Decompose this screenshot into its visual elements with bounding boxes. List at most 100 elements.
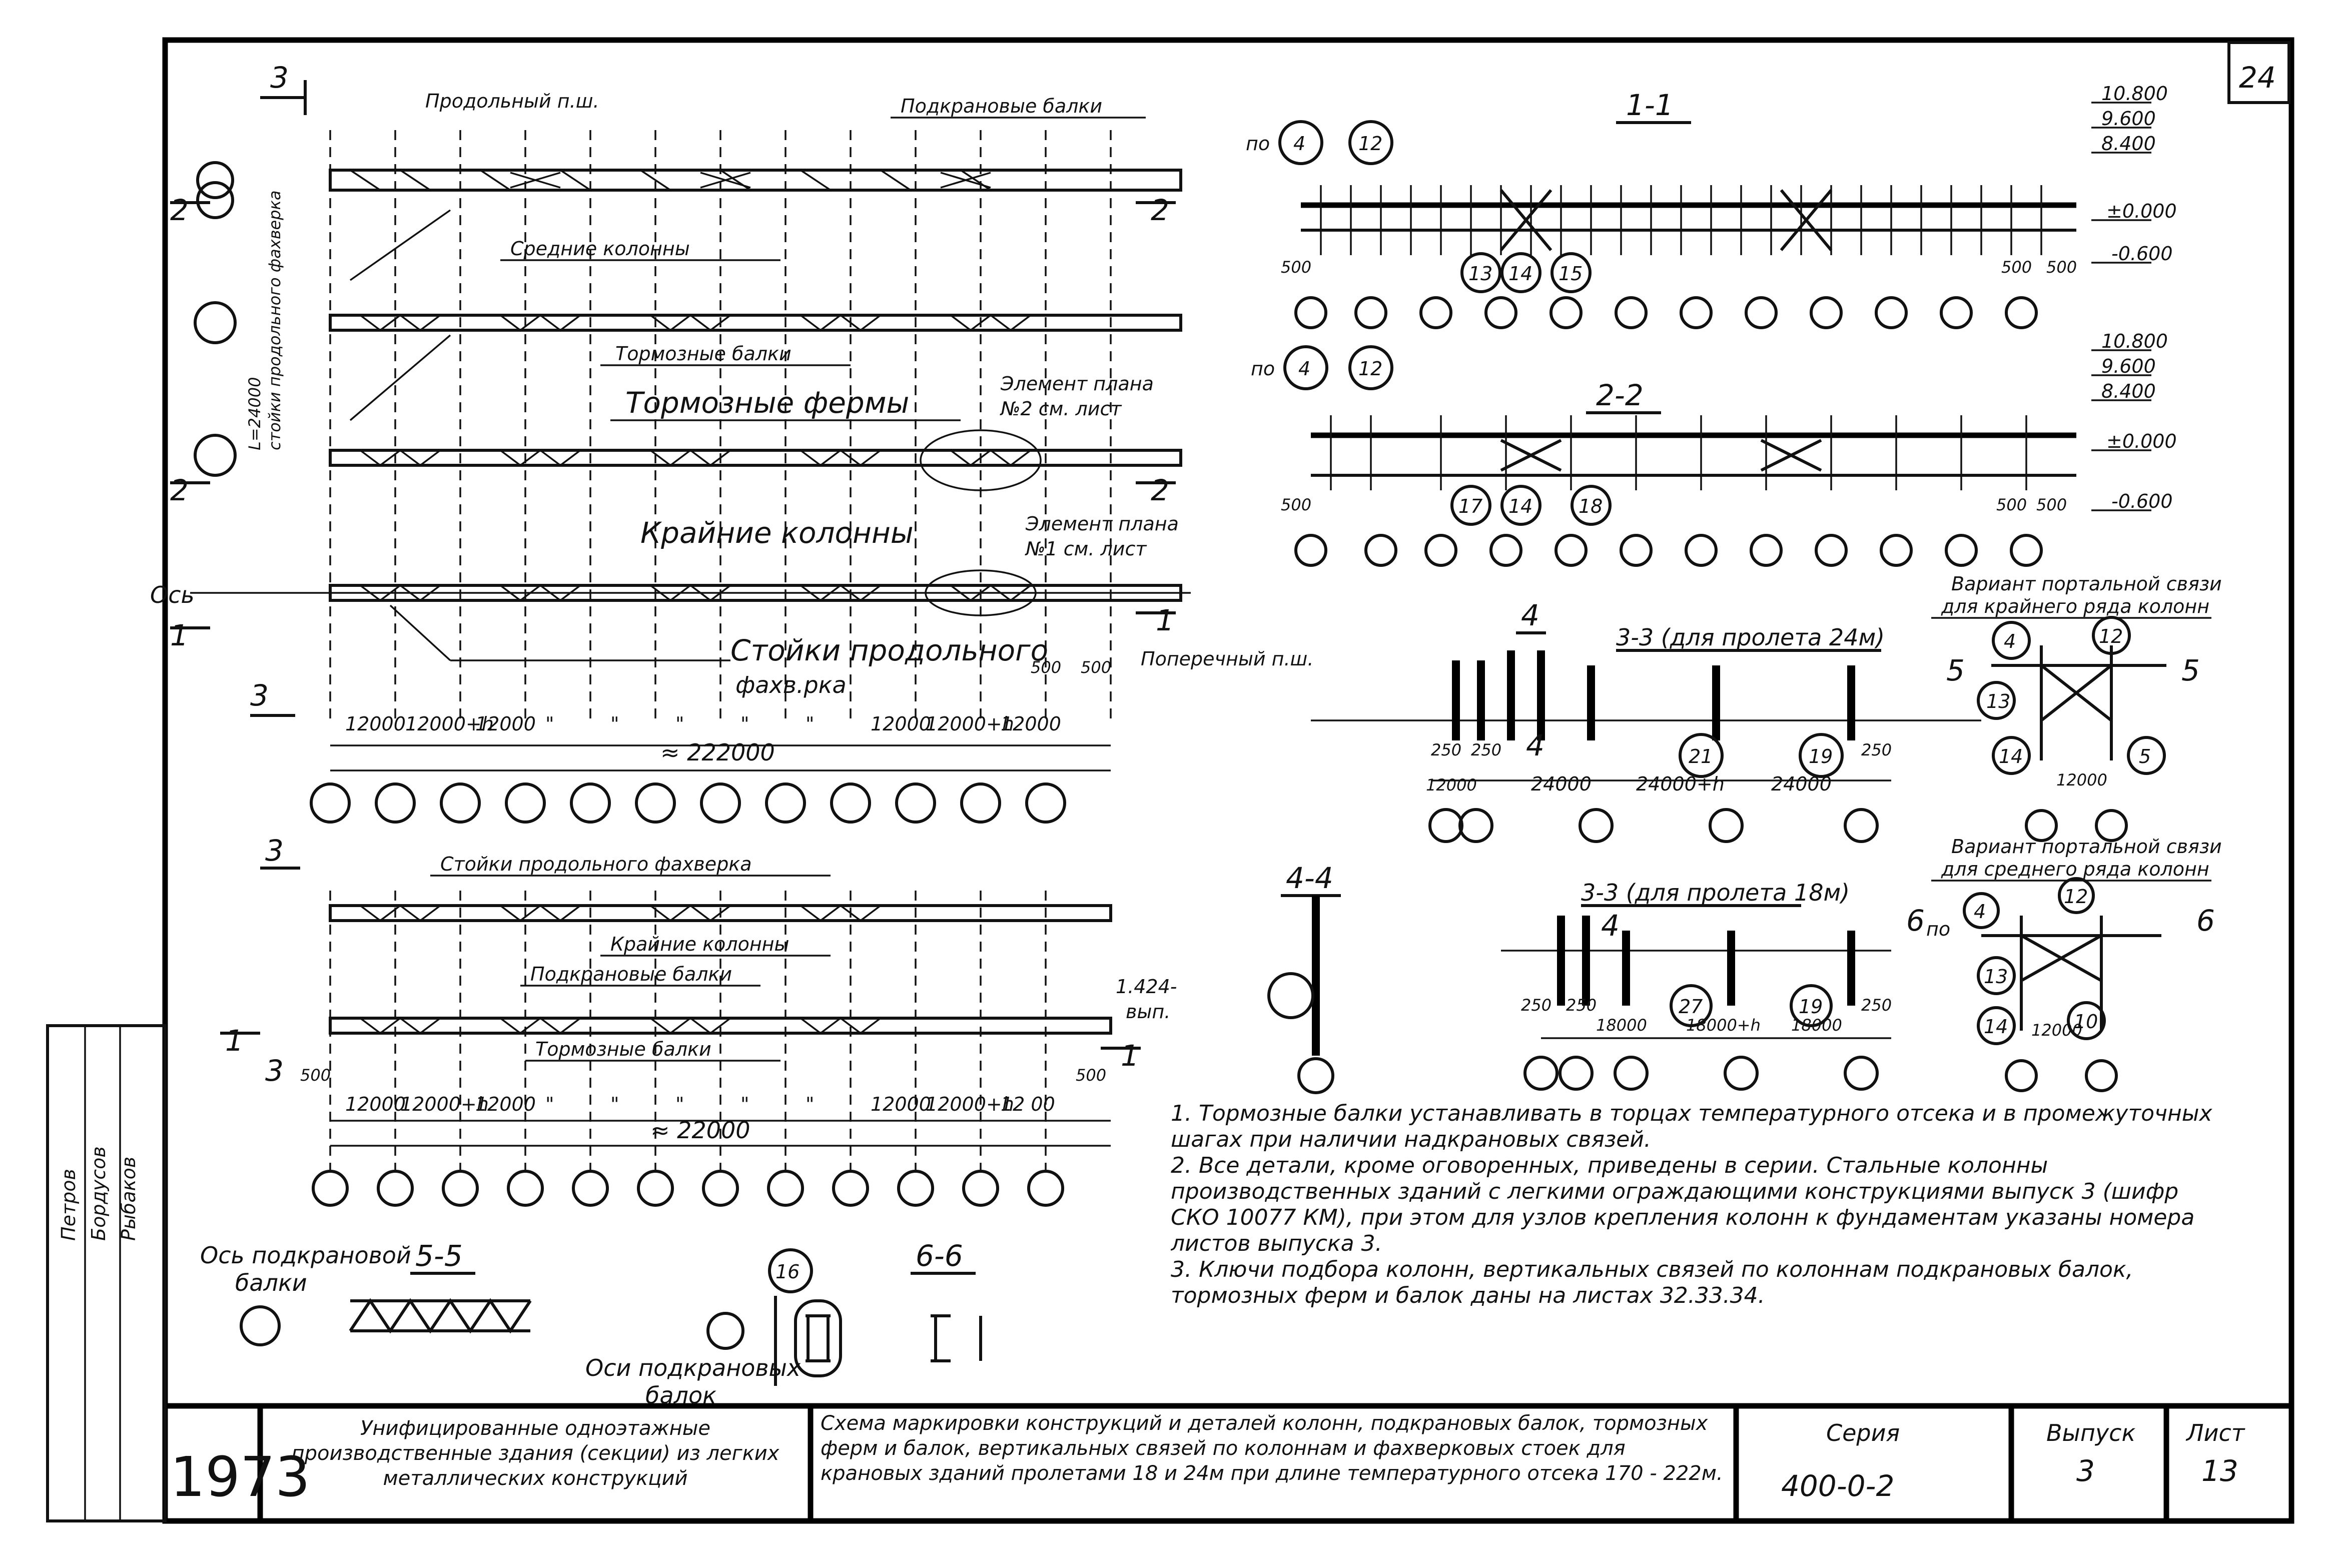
svg-text:19: 19 <box>1799 996 1823 1018</box>
svg-text:2: 2 <box>1151 193 1169 227</box>
svg-text:-0.600: -0.600 <box>2111 490 2173 512</box>
notes: 1. Тормозные балки устанавливать в торца… <box>1171 1101 2212 1308</box>
svg-text:4: 4 <box>1526 728 1544 762</box>
title-block: 1973 Унифицированные одноэтажные произво… <box>170 1406 2245 1521</box>
svg-text:250: 250 <box>1521 996 1551 1015</box>
svg-text:12000: 12000 <box>345 1093 406 1115</box>
svg-text:10: 10 <box>2074 1011 2098 1033</box>
svg-text:": " <box>675 713 684 735</box>
label-stoiki: Стойки продольного <box>730 633 1048 667</box>
svg-text:12: 12 <box>1358 358 1382 380</box>
svg-text:": " <box>806 1093 814 1115</box>
svg-text:27: 27 <box>1679 996 1703 1018</box>
svg-text:12000: 12000 <box>345 713 406 735</box>
svg-text:3: 3 <box>265 1054 284 1088</box>
portal-variant-edge: Вариант портальной связи для крайнего ря… <box>1931 573 2222 842</box>
svg-text:±0.000: ±0.000 <box>2106 200 2177 222</box>
svg-text:2: 2 <box>1151 473 1169 507</box>
svg-text:стойки продольного фахверка: стойки продольного фахверка <box>265 191 284 451</box>
svg-text:12000: 12000 <box>1001 713 1061 735</box>
svg-text:24000: 24000 <box>1771 773 1832 795</box>
label-podkran: Подкрановые балки <box>901 95 1102 117</box>
svg-text:250: 250 <box>1566 996 1597 1015</box>
svg-text:5: 5 <box>2181 653 2200 687</box>
svg-text:13: 13 <box>1986 690 2010 712</box>
svg-text:": " <box>610 713 619 735</box>
svg-text:9.600: 9.600 <box>2101 355 2156 377</box>
vypusk-label: Выпуск <box>2046 1419 2135 1446</box>
svg-text:12: 12 <box>2064 886 2088 908</box>
label-var1b: для крайнего ряда колонн <box>1941 595 2209 617</box>
corner-box <box>2227 41 2290 104</box>
section-title-1-1: 1-1 <box>1626 88 1674 122</box>
plan-lower: 3 Стойки продольного фахверка Крайние ко… <box>220 834 1141 1207</box>
svg-text:1: 1 <box>1121 1039 1139 1073</box>
svg-text:6: 6 <box>2196 904 2215 938</box>
title-year: 1973 <box>170 1445 310 1509</box>
label-lin: 1.424- <box>1116 976 1177 998</box>
svg-text:": " <box>740 713 749 735</box>
svg-text:12000: 12000 <box>2056 770 2107 790</box>
svg-text:500: 500 <box>2046 258 2077 277</box>
svg-text:14: 14 <box>1508 263 1532 285</box>
svg-text:3: 3 <box>270 61 289 95</box>
svg-text:по: по <box>1926 918 1950 940</box>
frame-border <box>162 37 2294 1524</box>
svg-text:": " <box>806 713 814 735</box>
svg-text:14: 14 <box>1508 495 1532 517</box>
title-desc: Схема маркировки конструкций и деталей к… <box>821 1412 1723 1485</box>
corner-number: 24 <box>2239 61 2276 95</box>
section-title-4-4: 4-4 <box>1286 861 1333 895</box>
svg-text:13: 13 <box>1468 263 1492 285</box>
stamp-name-2: Бордусов <box>88 1146 110 1241</box>
side-stamp-names: Петров Бордусов Рыбаков <box>58 1146 140 1241</box>
svg-text:12000+h: 12000+h <box>926 1093 1014 1115</box>
svg-text:5: 5 <box>2139 745 2151 767</box>
label-element2: Элемент плана <box>1025 513 1179 535</box>
svg-text:12000: 12000 <box>871 1093 931 1115</box>
dim-total-2: ≈ 22000 <box>650 1117 750 1144</box>
svg-text:18000: 18000 <box>1791 1016 1842 1035</box>
svg-text:4: 4 <box>1298 358 1310 380</box>
svg-text:8.400: 8.400 <box>2101 133 2156 155</box>
dims-3-3-24: 250 250 12000 24000 24000+h 24000 250 <box>1426 740 1892 795</box>
svg-text:500: 500 <box>300 1066 331 1085</box>
svg-text:4: 4 <box>1601 909 1620 943</box>
svg-text:3: 3 <box>265 834 284 868</box>
svg-text:500: 500 <box>2001 258 2032 277</box>
label-stoiki-b: Стойки продольного фахверка <box>440 853 752 875</box>
svg-text:24000+h: 24000+h <box>1636 773 1725 795</box>
svg-text:500: 500 <box>1081 658 1111 677</box>
svg-text:4: 4 <box>2004 630 2016 652</box>
label-os-podkran2: балки <box>235 1269 307 1296</box>
svg-text:12000: 12000 <box>871 713 931 735</box>
svg-text:12: 12 <box>2099 625 2123 647</box>
label-element2b: №1 см. лист <box>1025 538 1147 560</box>
svg-text:": " <box>675 1093 684 1115</box>
svg-text:±0.000: ±0.000 <box>2106 430 2177 452</box>
section-4-4: 4-4 1.424- вып. <box>1116 861 1341 1094</box>
svg-text:3: 3 <box>250 678 269 712</box>
svg-text:12000+h: 12000+h <box>400 1093 489 1115</box>
label-podkran-b: Подкрановые балки <box>530 963 732 985</box>
svg-text:17: 17 <box>1458 495 1482 517</box>
seria-label: Серия <box>1826 1419 1900 1446</box>
svg-text:500: 500 <box>1996 495 2027 514</box>
svg-text:13: 13 <box>1984 966 2008 988</box>
list-label: Лист <box>2185 1419 2245 1446</box>
label-tormoz-b: Тормозные балки <box>535 1038 711 1060</box>
note-3: 3. Ключи подбора колонн, вертикальных св… <box>1171 1257 2133 1308</box>
svg-text:500: 500 <box>1281 495 1311 514</box>
note-2: 2. Все детали, кроме оговоренных, привед… <box>1171 1153 2195 1256</box>
label-krainie-b: Крайние колонны <box>610 933 790 955</box>
svg-text:12: 12 <box>1358 133 1382 155</box>
label-prodolny: Продольный п.ш. <box>425 90 599 112</box>
label-stoiki2: фахв.рка <box>735 671 847 698</box>
label-osi-podkran2: балок <box>645 1382 716 1409</box>
svg-text:L=24000: L=24000 <box>245 377 264 450</box>
section-title-6-6: 6-6 <box>916 1239 963 1273</box>
beam-row-1 <box>329 169 1182 192</box>
beam-row-3 <box>329 449 1182 467</box>
svg-text:по: по <box>1251 358 1275 380</box>
